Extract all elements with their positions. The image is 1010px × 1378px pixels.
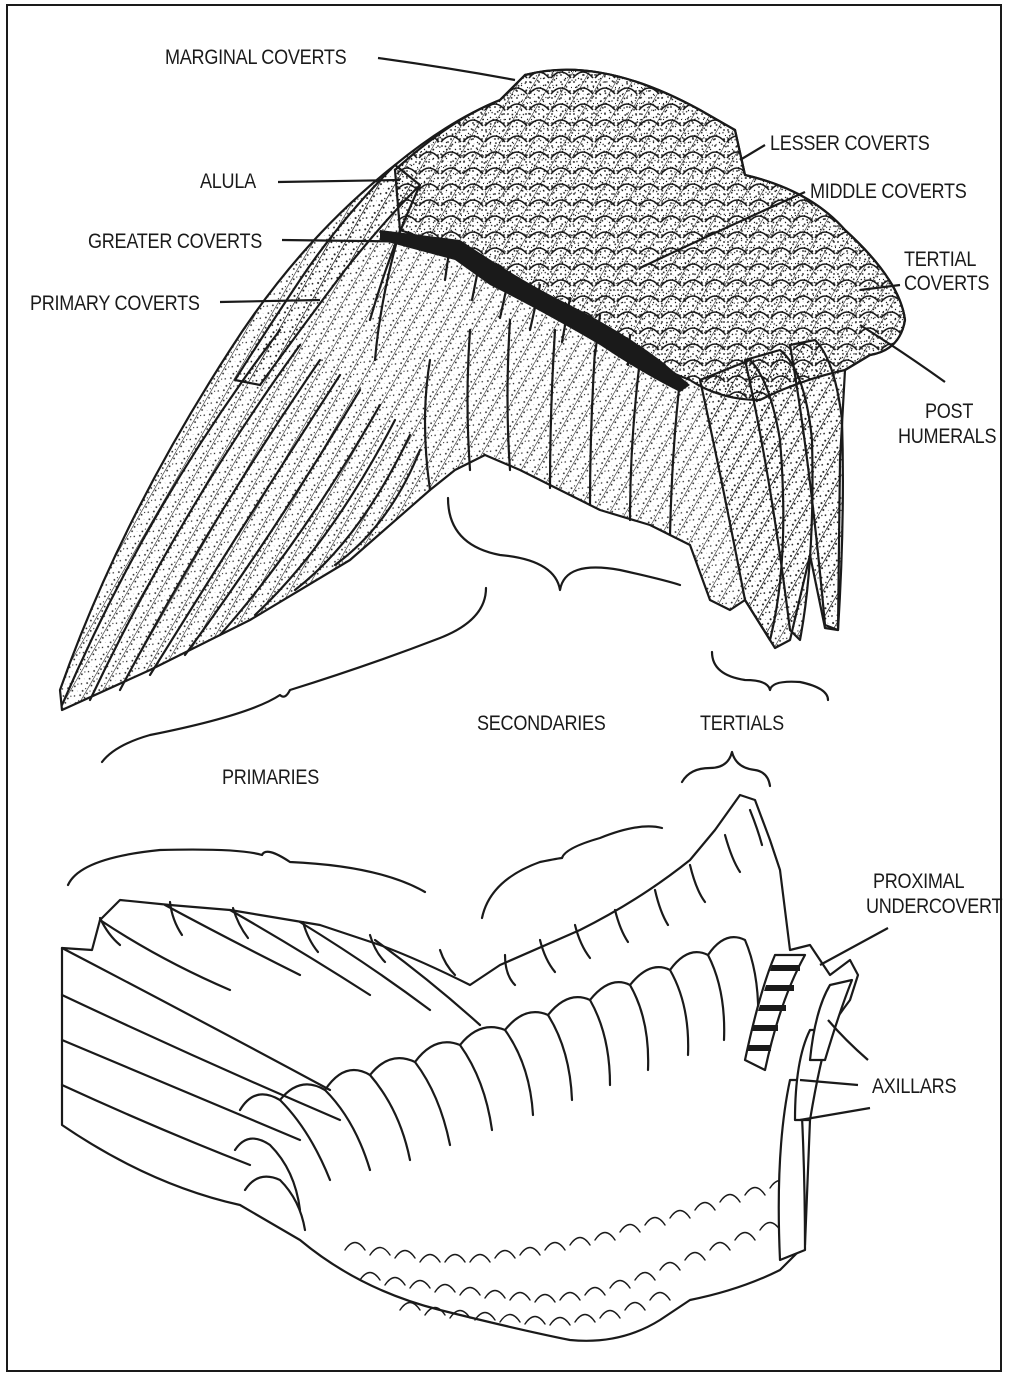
label-post-humerals-2: HUMERALS: [898, 425, 996, 449]
label-post-humerals-1: POST: [925, 400, 973, 424]
leader-axillars-1: [828, 1020, 868, 1060]
leader-marginal-coverts: [378, 58, 515, 80]
brace-primaries-bottom: [68, 850, 425, 892]
lower-wing-outline: [62, 795, 858, 1341]
leader-proximal-undercovert: [820, 928, 888, 965]
label-greater-coverts: GREATER COVERTS: [88, 230, 262, 254]
label-marginal-coverts: MARGINAL COVERTS: [165, 46, 347, 70]
brace-tertials-bottom: [682, 752, 770, 786]
label-lesser-coverts: LESSER COVERTS: [770, 132, 930, 156]
label-middle-coverts: MIDDLE COVERTS: [810, 180, 967, 204]
lower-wing: [62, 752, 888, 1341]
label-tertials: TERTIALS: [700, 712, 784, 736]
label-primary-coverts: PRIMARY COVERTS: [30, 292, 200, 316]
label-proximal-undercovert-2: UNDERCOVERT: [866, 895, 1003, 919]
label-primaries: PRIMARIES: [222, 766, 319, 790]
label-secondaries: SECONDARIES: [477, 712, 606, 736]
label-tertial-coverts-1: TERTIAL: [904, 248, 976, 272]
label-tertial-coverts-2: COVERTS: [904, 272, 989, 296]
label-axillars: AXILLARS: [872, 1075, 956, 1099]
leader-lesser-coverts: [740, 145, 765, 160]
label-proximal-undercovert-1: PROXIMAL: [873, 870, 965, 894]
brace-tertials-top: [712, 652, 828, 700]
upper-wing: [60, 70, 905, 710]
label-alula: ALULA: [200, 170, 257, 194]
